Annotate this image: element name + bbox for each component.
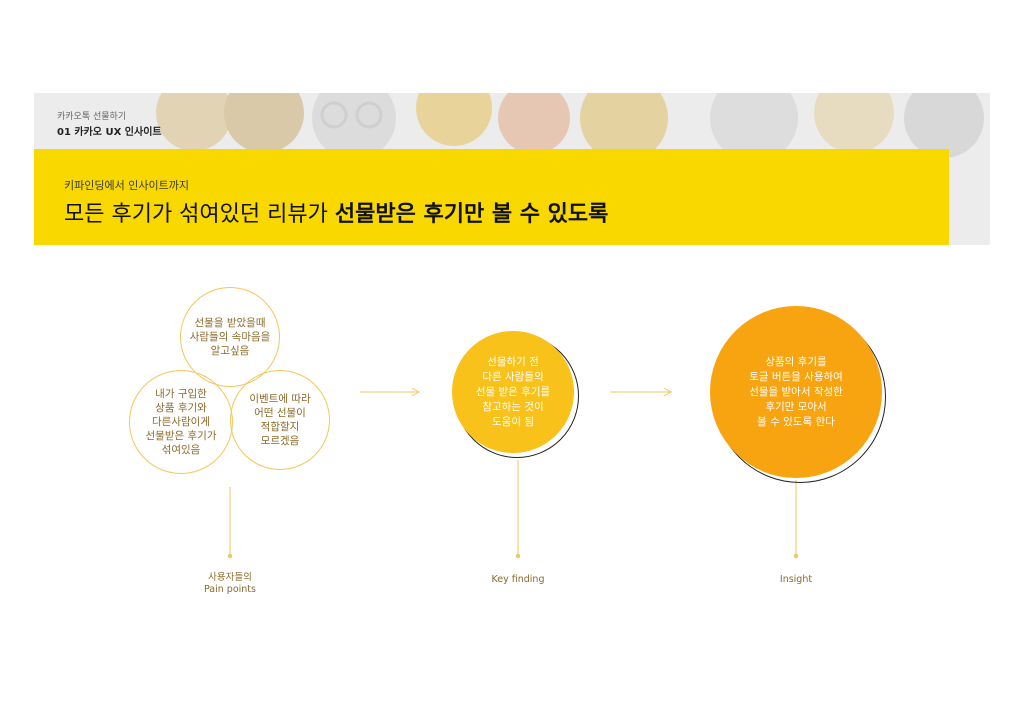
pain-points-label: 사용자들의 Pain points [204,572,256,595]
headline-band [34,149,949,245]
headline-normal: 모든 후기가 섞여있던 리뷰가 [64,202,335,227]
pain-circle-top: 선물을 받았을때 사람들의 속마음을 알고싶음 [180,287,280,387]
pain-circle-left: 내가 구입한 상품 후기와 다른사람이게 선물받은 후기가 섞여있음 [129,370,233,474]
hero-headline: 모든 후기가 섞여있던 리뷰가 선물받은 후기만 볼 수 있도록 [64,196,608,228]
dot-marker [227,553,233,559]
headline-strong: 선물받은 후기만 볼 수 있도록 [334,202,609,227]
pain-circle-left-text: 내가 구입한 상품 후기와 다른사람이게 선물받은 후기가 섞여있음 [145,388,217,456]
hero-subheading: 키파인딩에서 인사이트까지 [64,179,189,192]
insight-circle: 상품의 후기를 토글 버튼을 사용하여 선물을 받아서 작성한 후기만 모아서 … [710,306,882,478]
key-finding-circle: 선물하기 전 다른 사람들의 선물 받은 후기를 참고하는 것이 도움이 됨 [452,331,574,453]
arrow-head-icon [663,387,673,397]
pain-circle-right-text: 이벤트에 따라 어떤 선물이 적합할지 모르겠음 [249,393,311,447]
key-finding-label: Key finding [491,574,545,585]
key-finding-text: 선물하기 전 다른 사람들의 선물 받은 후기를 참고하는 것이 도움이 됨 [475,355,551,428]
pain-circle-top-text: 선물을 받았을때 사람들의 속마음을 알고싶음 [189,317,271,357]
insight-text: 상품의 후기를 토글 버튼을 사용하여 선물을 받아서 작성한 후기만 모아서 … [749,355,843,428]
dot-marker [793,553,799,559]
pain-circle-right: 이벤트에 따라 어떤 선물이 적합할지 모르겠음 [230,370,330,470]
breadcrumb-main: 01 카카오 UX 인사이트 [57,127,162,138]
breadcrumb-top: 카카오톡 선물하기 [57,112,127,122]
arrow-head-icon [411,387,421,397]
dot-marker [515,553,521,559]
insight-label: Insight [779,574,813,585]
